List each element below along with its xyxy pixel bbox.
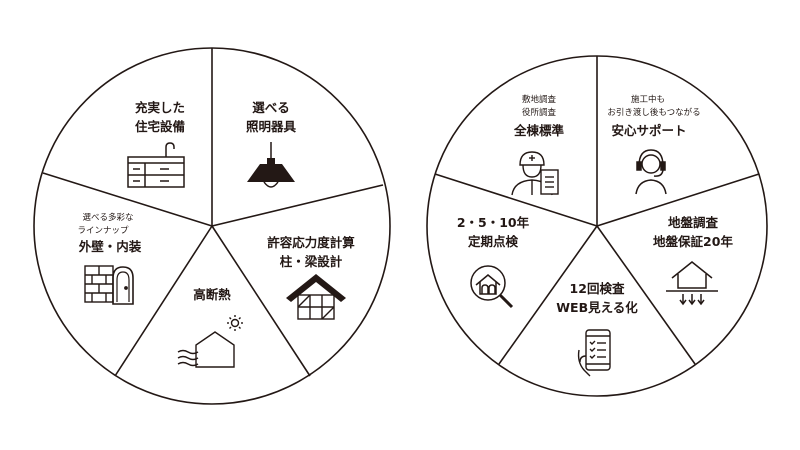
segment-label: 住宅設備 bbox=[135, 119, 186, 134]
segment-label: 高断熱 bbox=[193, 287, 231, 302]
right-divider bbox=[434, 173, 598, 227]
left-segment-equipment: 充実した 住宅設備 bbox=[127, 100, 186, 188]
right-segment-support: 施工中も お引き渡し後もつながる 安心サポート bbox=[607, 94, 701, 195]
right-segment-survey: 敷地調査 役所調査 全棟標準 bbox=[511, 94, 565, 196]
left-divider bbox=[211, 184, 384, 227]
segment-label: 12回検査 bbox=[570, 281, 625, 296]
right-segment-inspection: 12回検査 WEB見える化 bbox=[556, 281, 638, 377]
segment-label: 2・5・10年 bbox=[457, 215, 530, 230]
right-segment-checkup: 2・5・10年 定期点検 bbox=[457, 215, 530, 309]
segment-note: 選べる多彩な bbox=[82, 212, 133, 223]
left-divider bbox=[211, 225, 311, 377]
ground-house-icon bbox=[666, 261, 718, 306]
pendant-lamp-icon bbox=[247, 142, 295, 188]
segment-label: 選べる bbox=[252, 100, 290, 115]
segment-note: 敷地調査 bbox=[522, 94, 557, 105]
segment-label: 地盤保証20年 bbox=[653, 234, 733, 249]
segment-label: 外壁・内装 bbox=[78, 239, 142, 254]
segment-label: WEB見える化 bbox=[556, 300, 638, 315]
right-divider bbox=[596, 225, 696, 365]
left-divider bbox=[42, 172, 213, 227]
segment-label: 照明器具 bbox=[246, 119, 297, 134]
segment-note: ラインナップ bbox=[77, 226, 129, 236]
segment-note: 役所調査 bbox=[522, 107, 557, 118]
segment-note: 施工中も bbox=[631, 94, 665, 105]
left-segment-insulation: 高断熱 bbox=[177, 287, 243, 368]
left-wheel: 充実した 住宅設備 選べる 照明器具 bbox=[33, 47, 391, 405]
insulated-house-icon bbox=[177, 315, 243, 368]
segment-label: 地盤調査 bbox=[668, 215, 719, 230]
segment-label: 安心サポート bbox=[611, 123, 686, 138]
kitchen-icon bbox=[127, 142, 185, 188]
support-headset-icon bbox=[635, 149, 667, 195]
left-segment-exterior: 選べる多彩な ラインナップ 外壁・内装 bbox=[77, 212, 142, 305]
segment-note: お引き渡し後もつながる bbox=[607, 107, 700, 118]
brick-wall-door-icon bbox=[84, 265, 134, 305]
segment-label: 充実した bbox=[135, 100, 185, 115]
right-wheel: 敷地調査 役所調査 全棟標準 施工中も お引き渡し後もつながる 安心サポート bbox=[426, 55, 768, 397]
magnifier-house-icon bbox=[470, 265, 514, 309]
segment-label: 定期点検 bbox=[467, 234, 519, 249]
right-divider bbox=[498, 225, 598, 365]
house-frame-icon bbox=[286, 274, 346, 320]
left-segment-lighting: 選べる 照明器具 bbox=[246, 100, 297, 188]
segment-label: 許容応力度計算 bbox=[267, 235, 355, 250]
left-divider bbox=[114, 225, 213, 377]
left-segment-structure: 許容応力度計算 柱・梁設計 bbox=[267, 235, 355, 320]
segment-label: 柱・梁設計 bbox=[280, 254, 343, 269]
segment-label: 全棟標準 bbox=[513, 123, 565, 138]
inspector-icon bbox=[511, 151, 559, 196]
right-divider bbox=[596, 173, 760, 227]
smartphone-checklist-icon bbox=[577, 329, 611, 377]
right-segment-ground: 地盤調査 地盤保証20年 bbox=[653, 215, 733, 306]
